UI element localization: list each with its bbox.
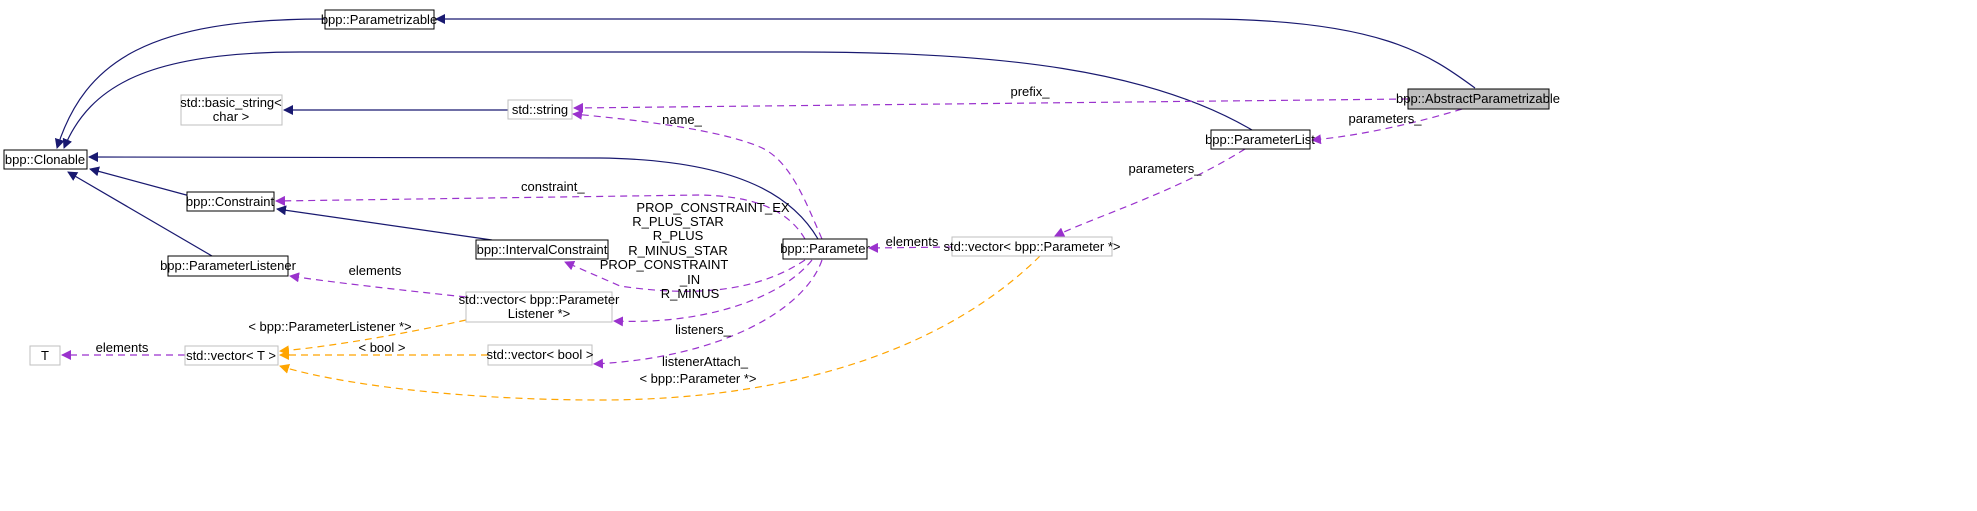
- edge-listeners: [613, 259, 813, 327]
- node-label: std::string: [512, 102, 568, 117]
- edge-label-listeners: listeners_: [675, 322, 731, 337]
- edge-name: [572, 109, 823, 240]
- edge-elements-param: [868, 242, 953, 253]
- constant-label: PROP_CONSTRAINT_EX: [636, 200, 789, 215]
- edge-parameter-to-clonable: [88, 152, 819, 240]
- edge-interval-to-constraint: [276, 205, 493, 241]
- node-label: std::vector< bpp::Parameter *>: [943, 239, 1120, 254]
- edge-prefix: [573, 98, 1409, 113]
- node-label: char >: [213, 109, 250, 124]
- node-label: std::vector< bool >: [487, 347, 594, 362]
- node-label: bpp::IntervalConstraint: [477, 242, 608, 257]
- node-basic-string: std::basic_string<char >: [180, 94, 283, 126]
- node-label: bpp::Parametrizable: [321, 12, 437, 27]
- constant-label: R_MINUS_STAR: [628, 243, 727, 258]
- edge-label-prefix: prefix_: [1010, 84, 1050, 99]
- node-parametrizable[interactable]: bpp::Parametrizable: [321, 9, 437, 30]
- node-vector-t: std::vector< T >: [184, 345, 279, 366]
- node-label: std::vector< bpp::Parameter: [459, 292, 620, 307]
- edge-listener-to-clonable: [67, 171, 213, 257]
- edge-label-constants: PROP_CONSTRAINT_EX R_PLUS_STAR R_PLUS R_…: [600, 200, 790, 301]
- node-interval-constraint[interactable]: bpp::IntervalConstraint: [475, 239, 609, 260]
- constant-label: R_PLUS_STAR: [632, 214, 724, 229]
- node-label: std::basic_string<: [180, 95, 282, 110]
- node-vector-parameter: std::vector< bpp::Parameter *>: [943, 236, 1121, 257]
- node-constraint[interactable]: bpp::Constraint: [186, 191, 275, 212]
- edge-label-parameters: parameters_: [1129, 161, 1203, 176]
- node-clonable[interactable]: bpp::Clonable: [3, 149, 88, 170]
- edge-label-parameters: parameters_: [1349, 111, 1423, 126]
- edge-label-tpl-parameter: < bpp::Parameter *>: [639, 371, 756, 386]
- node-parameter-listener[interactable]: bpp::ParameterListener: [160, 255, 297, 277]
- edge-abstract-to-parametrizable: [435, 14, 1476, 89]
- edge-tpl-listener: [279, 319, 467, 356]
- constant-label: R_MINUS: [661, 286, 720, 301]
- edge-parametrizable-to-clonable: [54, 18, 326, 149]
- edge-label-elements: elements: [349, 263, 402, 278]
- node-label: bpp::ParameterList: [1205, 132, 1315, 147]
- edge-constraint: [275, 194, 806, 240]
- node-abstract-parametrizable: bpp::AbstractParametrizable: [1396, 88, 1560, 110]
- edge-constraint-to-clonable: [89, 166, 191, 197]
- constant-label: PROP_CONSTRAINT: [600, 257, 729, 272]
- edge-label-tpl-listener: < bpp::ParameterListener *>: [248, 319, 411, 334]
- node-label: T: [41, 348, 49, 363]
- node-t: T: [29, 345, 61, 366]
- edge-label-listener-attach: listenerAttach_: [662, 354, 749, 369]
- edge-parameters-abstract: [1311, 108, 1463, 145]
- constant-label: _IN: [679, 272, 700, 287]
- node-label: bpp::ParameterListener: [160, 258, 297, 273]
- node-label: bpp::Constraint: [186, 194, 275, 209]
- node-vector-bool: std::vector< bool >: [487, 344, 594, 366]
- node-parameter[interactable]: bpp::Parameter: [780, 238, 870, 260]
- constant-label: R_PLUS: [653, 228, 704, 243]
- node-label: bpp::Parameter: [780, 241, 870, 256]
- node-label: std::vector< T >: [186, 348, 276, 363]
- edge-label-elements: elements: [96, 340, 149, 355]
- edge-parameters-list: [1054, 148, 1246, 237]
- edge-label-name: name_: [662, 112, 703, 127]
- edge-label-elements: elements: [886, 234, 939, 249]
- edge-parameterlist-to-clonable: [62, 51, 1253, 149]
- node-label: bpp::AbstractParametrizable: [1396, 91, 1560, 106]
- node-label: bpp::Clonable: [5, 152, 85, 167]
- edge-elements-listener: [289, 272, 467, 298]
- node-vector-listener: std::vector< bpp::ParameterListener *>: [459, 291, 620, 323]
- edge-label-constraint: constraint_: [521, 179, 585, 194]
- edge-tpl-parameter: [279, 255, 1041, 401]
- node-string: std::string: [507, 99, 573, 120]
- edge-label-tpl-bool: < bool >: [359, 340, 406, 355]
- edge-listener-attach: [593, 259, 823, 369]
- node-label: Listener *>: [508, 306, 571, 321]
- node-parameter-list[interactable]: bpp::ParameterList: [1205, 129, 1315, 150]
